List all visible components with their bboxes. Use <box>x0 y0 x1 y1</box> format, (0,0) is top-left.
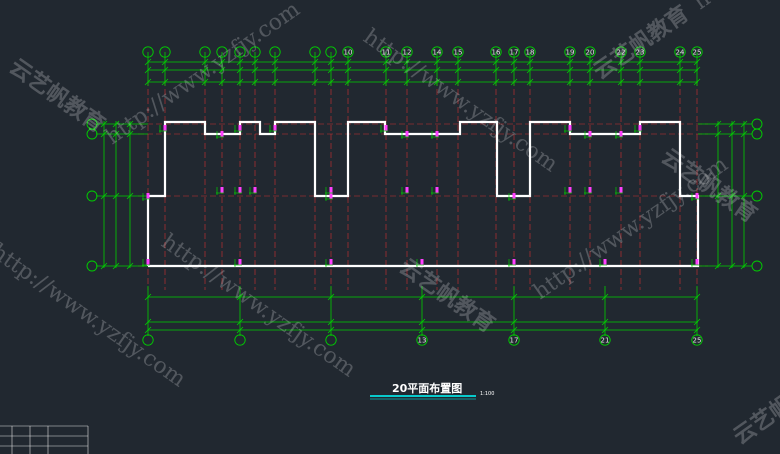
column-marker <box>249 187 257 195</box>
bottom-axis-bubble: 21 <box>599 334 611 346</box>
column-marker <box>564 187 572 195</box>
column-marker <box>584 131 592 139</box>
title-block <box>0 425 89 454</box>
column-marker <box>431 131 439 139</box>
column-marker <box>159 125 167 133</box>
bottom-axis-bubble: 13 <box>416 334 428 346</box>
top-axis-bubble <box>142 46 154 58</box>
bottom-axis-bubble: 17 <box>508 334 520 346</box>
bottom-axis-label: 17 <box>510 337 519 345</box>
top-axis-bubble <box>159 46 171 58</box>
column-marker <box>691 193 699 201</box>
top-axis-label: 12 <box>403 49 412 57</box>
column-marker <box>234 259 242 267</box>
column-marker <box>216 131 224 139</box>
column-marker <box>599 259 607 267</box>
column-marker <box>584 187 592 195</box>
top-axis-label: 22 <box>617 49 626 57</box>
column-marker <box>508 193 516 201</box>
top-axis-bubble: 17 <box>508 46 520 58</box>
drawing-scale: 1:100 <box>480 391 494 397</box>
watermark-brand-5: 云艺帆教育 <box>729 366 780 450</box>
top-axis-label: 25 <box>693 49 702 57</box>
top-axis-label: 24 <box>676 49 685 57</box>
column-marker <box>564 125 572 133</box>
top-axis-label: 15 <box>454 49 463 57</box>
top-axis-label: 23 <box>636 49 645 57</box>
column-marker <box>234 187 242 195</box>
top-axis-label: 18 <box>526 49 535 57</box>
top-axis-label: 14 <box>433 49 442 57</box>
top-axis-bubble: 25 <box>691 46 703 58</box>
bottom-axis-label: 25 <box>693 337 702 345</box>
top-axis-bubble: 24 <box>674 46 686 58</box>
bottom-axis-bubble <box>234 334 246 346</box>
column-marker <box>416 259 424 267</box>
column-marker <box>325 187 333 195</box>
column-marker <box>142 193 150 201</box>
top-axis-bubble <box>325 46 337 58</box>
column-marker <box>615 131 623 139</box>
top-axis-bubble: 14 <box>431 46 443 58</box>
watermark-brand-1: 云艺帆教育 <box>5 54 110 138</box>
column-marker <box>216 187 224 195</box>
top-axis-label: 10 <box>344 49 353 57</box>
column-markers <box>142 125 699 267</box>
bottom-axis-bubbles: 13 17 21 25 <box>142 334 703 346</box>
drawing-title: 20平面布置图 <box>392 381 462 395</box>
dimension-ticks <box>100 52 748 336</box>
top-axis-bubble: 19 <box>564 46 576 58</box>
top-axis-bubble: 11 <box>380 46 392 58</box>
top-axis-bubble <box>234 46 246 58</box>
column-marker <box>634 125 642 133</box>
column-marker <box>142 259 150 267</box>
top-axis-bubble: 20 <box>584 46 596 58</box>
column-marker <box>431 187 439 195</box>
top-axis-bubble: 22 <box>615 46 627 58</box>
top-axis-bubble: 18 <box>524 46 536 58</box>
axis-grid <box>138 80 708 290</box>
top-axis-bubble <box>199 46 211 58</box>
top-axis-bubble <box>216 46 228 58</box>
column-marker <box>615 187 623 195</box>
top-axis-bubble: 12 <box>401 46 413 58</box>
top-axis-bubble: 16 <box>490 46 502 58</box>
column-marker <box>325 259 333 267</box>
column-marker <box>380 125 388 133</box>
top-axis-bubble <box>309 46 321 58</box>
top-axis-label: 11 <box>382 49 391 57</box>
column-marker <box>401 187 409 195</box>
bottom-axis-bubble: 25 <box>691 334 703 346</box>
column-marker <box>508 259 516 267</box>
top-axis-bubble <box>269 46 281 58</box>
top-axis-label: 19 <box>566 49 575 57</box>
watermark-url-6: http://www.yzfjy.com <box>689 0 780 15</box>
column-marker <box>269 125 277 133</box>
top-axis-label: 20 <box>586 49 595 57</box>
top-axis-bubble: 10 <box>342 46 354 58</box>
watermark-url-3: http://www.yzfjy.com <box>157 229 361 382</box>
bottom-axis-label: 13 <box>418 337 427 345</box>
top-axis-bubble <box>249 46 261 58</box>
column-marker <box>691 259 699 267</box>
top-axis-bubble: 15 <box>452 46 464 58</box>
top-axis-label: 16 <box>492 49 501 57</box>
bottom-axis-bubble <box>325 334 337 346</box>
bottom-axis-bubble <box>142 334 154 346</box>
top-axis-bubbles: 10 11 12 14 15 16 17 18 19 20 22 23 24 25 <box>142 46 703 58</box>
column-marker <box>234 125 242 133</box>
top-axis-label: 17 <box>510 49 519 57</box>
top-axis-bubble: 23 <box>634 46 646 58</box>
side-axis-bubbles <box>86 118 763 272</box>
bottom-axis-label: 21 <box>601 337 610 345</box>
column-marker <box>401 131 409 139</box>
